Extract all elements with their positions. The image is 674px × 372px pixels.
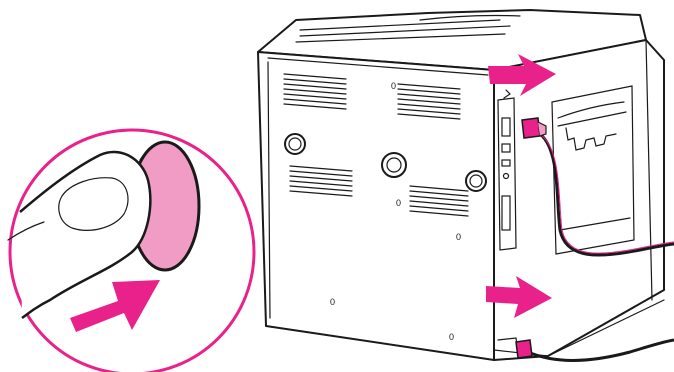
marking-o: 0 [391, 81, 396, 91]
marking-o: 0 [449, 332, 454, 342]
marking-o: 0 [456, 232, 461, 242]
marking-o: 0 [396, 198, 401, 208]
back-panel [258, 52, 494, 360]
zoom-inset [8, 130, 254, 372]
cable-plug-icon [516, 340, 532, 358]
knob-left [285, 134, 305, 154]
knob-right [466, 171, 486, 191]
marking-o: 0 [330, 297, 335, 307]
knob-center [382, 153, 406, 177]
printer-body: 0 0 0 0 0 [258, 10, 664, 360]
